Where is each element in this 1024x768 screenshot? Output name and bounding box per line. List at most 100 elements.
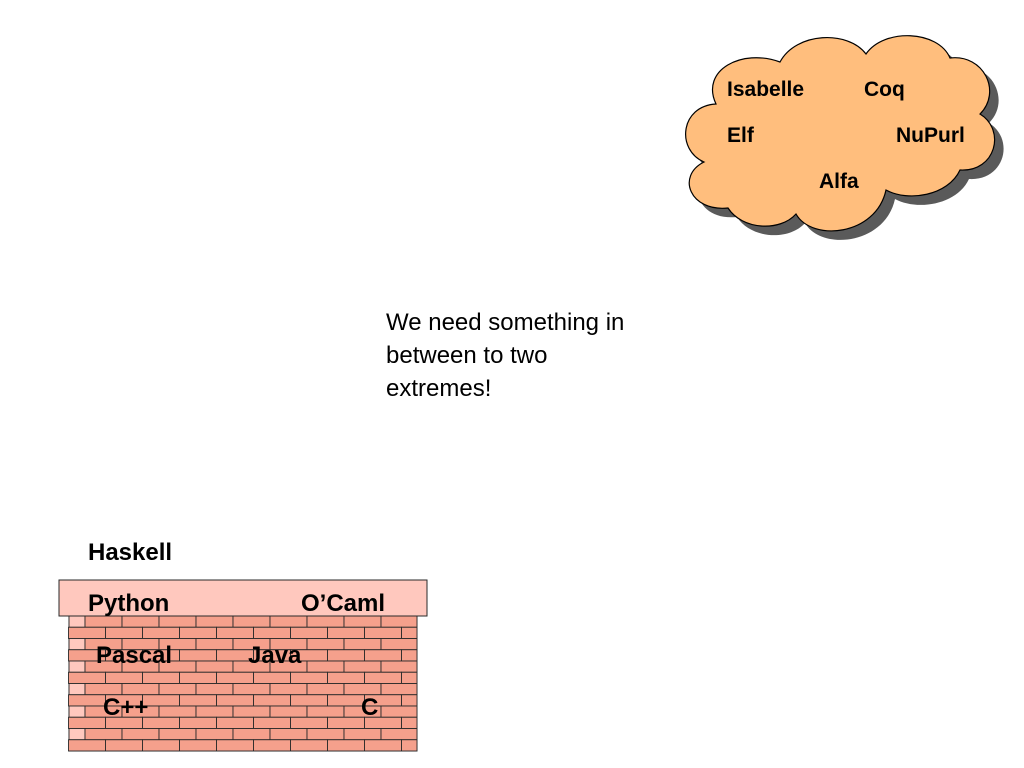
brick — [68, 705, 86, 718]
brick — [306, 728, 345, 741]
message-text: We need something in between to two extr… — [386, 306, 686, 405]
brick — [68, 694, 106, 707]
brick — [401, 694, 418, 707]
brick — [216, 739, 254, 752]
brick — [179, 671, 217, 684]
brick — [158, 683, 197, 696]
brick — [68, 615, 86, 628]
wall-item-c: C — [361, 694, 379, 721]
brick — [290, 626, 328, 639]
brick — [380, 705, 418, 718]
brick — [179, 694, 217, 707]
brick — [105, 671, 143, 684]
brick — [290, 716, 328, 729]
brick — [158, 705, 197, 718]
brick — [327, 739, 365, 752]
brick — [232, 728, 271, 741]
brick — [195, 638, 234, 651]
brick — [380, 683, 418, 696]
brick — [121, 728, 160, 741]
brick — [232, 615, 271, 628]
brick — [216, 626, 254, 639]
wall-item-haskell: Haskell — [88, 539, 173, 566]
brick — [364, 649, 402, 662]
brick — [364, 671, 402, 684]
brick — [216, 671, 254, 684]
brick — [253, 671, 291, 684]
brick — [253, 626, 291, 639]
brick — [253, 739, 291, 752]
brick — [343, 660, 382, 673]
brick — [142, 671, 180, 684]
brick — [142, 626, 180, 639]
brick — [68, 728, 86, 741]
brick — [68, 638, 86, 651]
cloud-item-alfa: Alfa — [819, 170, 859, 193]
brick — [306, 683, 345, 696]
brick — [327, 671, 365, 684]
brick — [232, 705, 271, 718]
brick — [306, 638, 345, 651]
message-line: We need something in — [386, 309, 625, 336]
wall-item-python: Python — [88, 590, 170, 617]
brick — [195, 728, 234, 741]
brick — [401, 626, 418, 639]
brick — [269, 705, 308, 718]
brick — [216, 716, 254, 729]
wall-cap — [58, 579, 428, 617]
brick — [290, 694, 328, 707]
brick — [179, 649, 217, 662]
brick — [364, 626, 402, 639]
brick — [195, 705, 234, 718]
brick — [306, 705, 345, 718]
brick — [105, 626, 143, 639]
cloud-item-coq: Coq — [864, 78, 905, 101]
brick — [364, 739, 402, 752]
brick — [68, 660, 86, 673]
brick — [401, 739, 418, 752]
brick — [105, 739, 143, 752]
brick — [380, 660, 418, 673]
cloud-item-nupurl: NuPurl — [896, 124, 965, 147]
cloud-item-isabelle: Isabelle — [727, 78, 805, 101]
brick — [232, 683, 271, 696]
brick — [401, 716, 418, 729]
brick — [179, 716, 217, 729]
wall-item-cpp: C++ — [103, 694, 149, 721]
brick — [195, 660, 234, 673]
brick — [327, 649, 365, 662]
brick — [343, 728, 382, 741]
brick — [68, 683, 86, 696]
brick — [253, 716, 291, 729]
brick — [68, 671, 106, 684]
message-line: between to two — [386, 342, 548, 369]
brick — [401, 649, 418, 662]
brick — [179, 739, 217, 752]
wall-item-ocaml: O’Caml — [301, 590, 386, 617]
brick — [380, 615, 418, 628]
brick — [195, 683, 234, 696]
brick — [380, 638, 418, 651]
brick — [380, 728, 418, 741]
brick — [290, 739, 328, 752]
brick — [327, 626, 365, 639]
brick — [306, 660, 345, 673]
brick — [68, 739, 106, 752]
wall-mortar — [68, 615, 418, 752]
brick — [142, 739, 180, 752]
brick — [195, 615, 234, 628]
brick — [84, 728, 123, 741]
brick — [68, 716, 106, 729]
brick — [216, 694, 254, 707]
brick — [68, 626, 106, 639]
wall-item-java: Java — [248, 642, 302, 669]
brick — [290, 671, 328, 684]
message-line: extremes! — [386, 375, 492, 402]
brick — [158, 728, 197, 741]
cloud-item-elf: Elf — [727, 124, 754, 147]
brick — [327, 716, 365, 729]
brick — [327, 694, 365, 707]
